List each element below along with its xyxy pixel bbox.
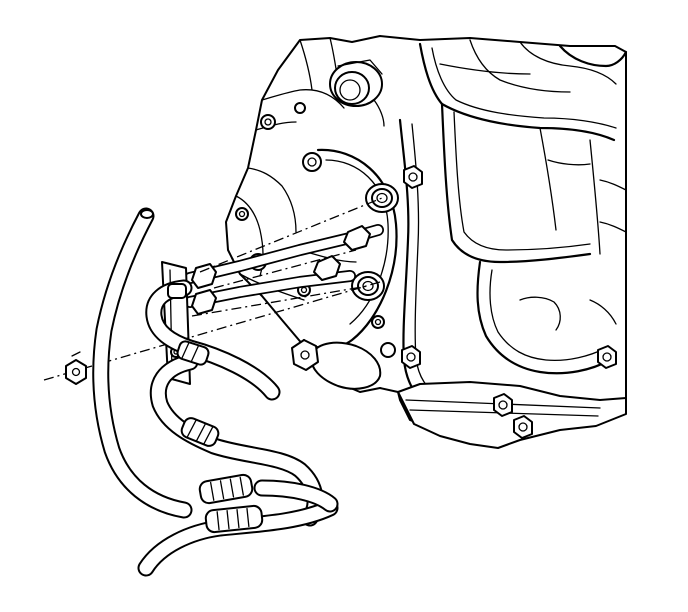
vent-connector: [329, 59, 385, 127]
hose-connectors: [167, 283, 264, 534]
hose-left-vertical: [92, 207, 193, 519]
cooler-lines: [184, 224, 384, 315]
lower-fitting-centerline: [191, 285, 369, 317]
cooler-port-lower: [351, 271, 385, 301]
quick-connector-2: [204, 504, 264, 534]
case-bolt-pan: [493, 393, 513, 417]
case-bolt-right: [597, 345, 617, 369]
bracket-nut: [65, 351, 87, 385]
connector-mid: [180, 417, 220, 447]
bracket-bolt-centerline: [43, 281, 381, 381]
hose-lower-run: [149, 353, 324, 527]
alignment-lines: [43, 197, 383, 381]
case-bolt-lower: [401, 345, 421, 369]
case-bolt-pan-2: [513, 415, 533, 439]
hose-upper-loop: [145, 279, 281, 401]
lower-boss-fitting: [291, 339, 382, 390]
hose-right-bend: [253, 479, 339, 513]
quick-connector-1: [198, 473, 254, 505]
transmission-case: [225, 35, 628, 449]
clamp-top: [167, 283, 187, 299]
mid-centerline: [213, 249, 357, 289]
upper-fitting-centerline: [199, 197, 383, 273]
case-bolt-upper: [403, 165, 423, 189]
cooler-port-upper: [365, 183, 399, 213]
connector-upper: [176, 340, 210, 366]
